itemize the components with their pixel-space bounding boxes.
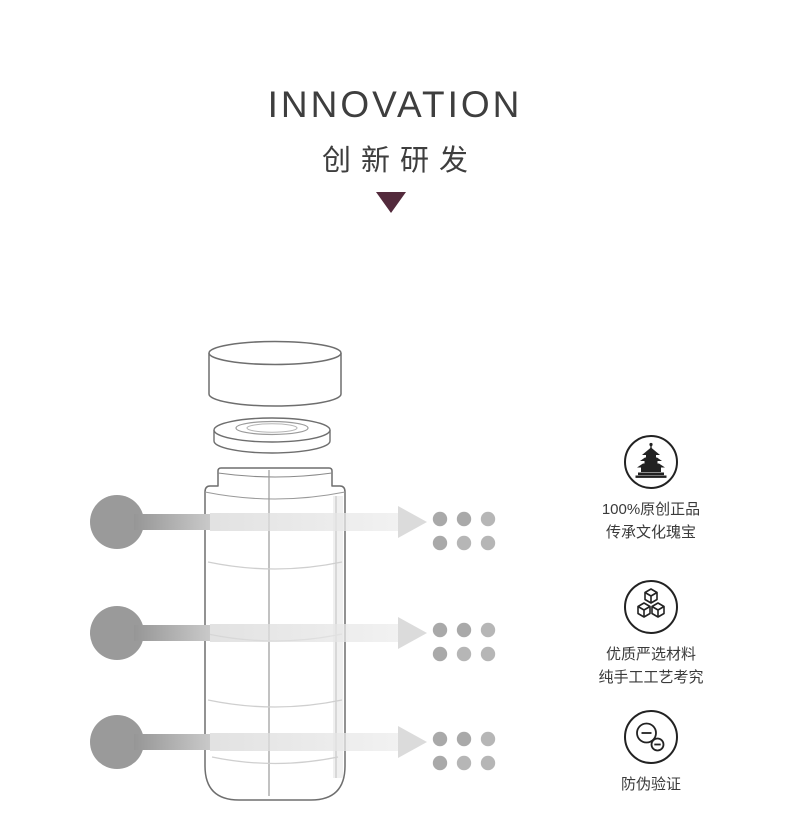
feature-text-line: 防伪验证	[620, 776, 681, 793]
temple-icon	[624, 435, 678, 489]
page-title: INNOVATION	[267, 84, 523, 125]
seal-ring-drawing	[213, 417, 331, 454]
particle-dots	[432, 511, 496, 551]
flow-row-top	[90, 495, 496, 551]
feature-text-line: 优质严选材料	[605, 646, 696, 663]
down-triangle-icon	[376, 192, 406, 213]
feature-verification: 防伪验证	[571, 709, 731, 796]
feature-text-line: 传承文化瑰宝	[605, 524, 696, 541]
flow-row-bottom	[90, 715, 496, 771]
arrow-right-icon	[398, 726, 427, 758]
source-circle	[90, 495, 144, 549]
feature-authentic: 100%原创正品 传承文化瑰宝	[571, 434, 731, 544]
cubes-icon	[624, 580, 678, 634]
bottle-lid-drawing	[208, 340, 342, 407]
source-circle	[90, 606, 144, 660]
feature-text-line: 纯手工工艺考究	[598, 669, 704, 686]
flow-row-middle	[90, 606, 496, 662]
arrow-right-icon	[398, 617, 427, 649]
feature-text-line: 100%原创正品	[601, 501, 701, 518]
page-subtitle: 创新研发	[321, 145, 478, 177]
source-circle	[90, 715, 144, 769]
arrow-right-icon	[398, 506, 427, 538]
feature-materials: 优质严选材料 纯手工工艺考究	[571, 579, 731, 689]
particle-dots	[432, 731, 496, 771]
anti-counterfeit-icon	[624, 710, 678, 764]
particle-dots	[432, 622, 496, 662]
